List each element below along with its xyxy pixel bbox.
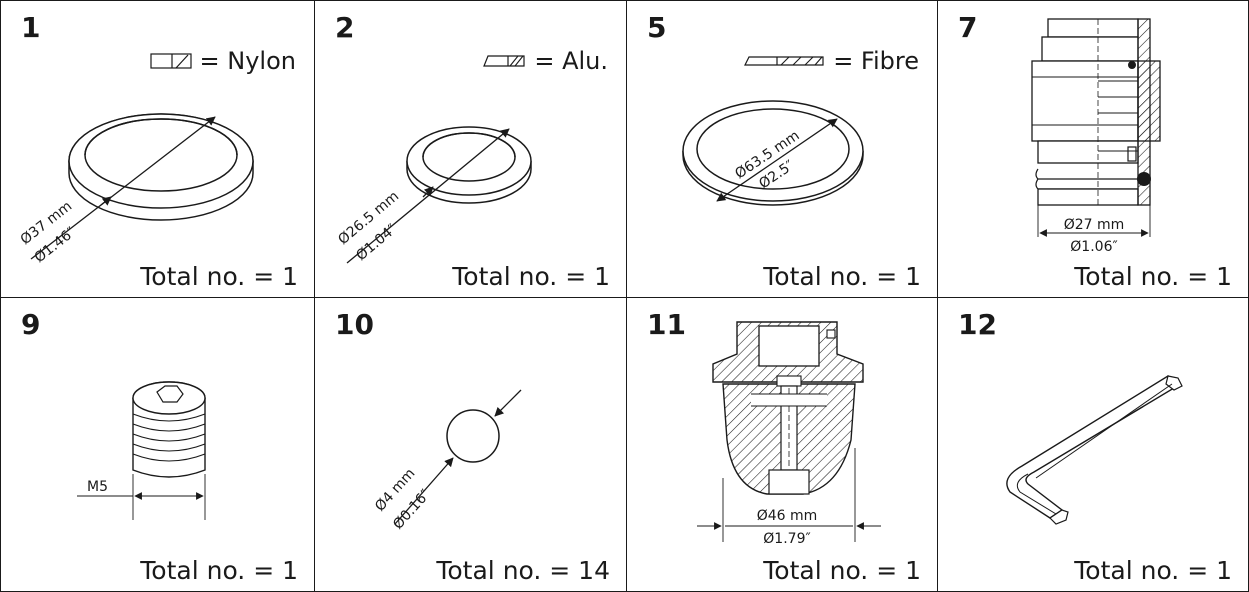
part-cell-9: 9 M5 Total no. = 1 (0, 297, 315, 592)
plug-section-drawing: Ø46 mm Ø1.79″ (697, 321, 881, 547)
ball-drawing: Ø4 mm Ø0.16″ (372, 389, 522, 533)
part-number: 10 (335, 308, 374, 341)
part-cell-5: 5 = Fibre Ø63.5 mm Ø2.5″ Total no. = 1 (626, 0, 938, 298)
total-count: Total no. = 1 (452, 262, 610, 291)
alu-swatch-icon (483, 55, 525, 67)
total-count: Total no. = 1 (140, 262, 298, 291)
material-legend: = Fibre (743, 47, 919, 75)
part-number: 1 (21, 11, 41, 44)
material-legend: = Alu. (482, 47, 608, 75)
part-number: 2 (335, 11, 355, 44)
part-cell-10: 10 Ø4 mm Ø0.16″ Total no. = 14 (314, 297, 627, 592)
material-legend: = Nylon (149, 47, 296, 75)
part-number: 7 (958, 11, 978, 44)
dim-in-label: Ø1.79″ (763, 531, 810, 547)
part-cell-2: 2 = Alu. Ø26.5 mm Ø1.04″ Total no. = 1 (314, 0, 627, 298)
fibre-gasket-drawing: Ø63.5 mm Ø2.5″ (682, 100, 864, 206)
part-number: 12 (958, 308, 997, 341)
part-number: 5 (647, 11, 667, 44)
material-label: = Nylon (199, 47, 296, 75)
material-label: = Alu. (534, 47, 608, 75)
total-count: Total no. = 1 (1074, 262, 1232, 291)
set-screw-drawing: M5 (77, 381, 206, 520)
dim-mm-label: Ø27 mm (1064, 217, 1125, 233)
part-cell-7: 7 Ø27 m (937, 0, 1249, 298)
material-label: = Fibre (833, 47, 919, 75)
total-count: Total no. = 14 (436, 556, 610, 585)
thread-label: M5 (87, 479, 108, 495)
nylon-swatch-icon (149, 53, 192, 69)
total-count: Total no. = 1 (140, 556, 298, 585)
part-number: 11 (647, 308, 686, 341)
part-number: 9 (21, 308, 41, 341)
dim-mm-label: Ø46 mm (757, 508, 818, 524)
total-count: Total no. = 1 (763, 262, 921, 291)
part-cell-11: 11 Ø46 mm Ø1.79″ Total no. = 1 (626, 297, 938, 592)
hex-key-drawing (1006, 375, 1183, 525)
total-count: Total no. = 1 (763, 556, 921, 585)
nylon-washer-drawing: Ø37 mm Ø1.46″ (18, 113, 254, 266)
dim-in-label: Ø1.06″ (1070, 239, 1117, 255)
fibre-swatch-icon (744, 56, 824, 66)
part-cell-1: 1 = Nylon Ø37 mm Ø1.46″ Total no. = 1 (0, 0, 315, 298)
alu-washer-drawing: Ø26.5 mm Ø1.04″ (335, 126, 532, 264)
fitting-section-drawing: Ø27 mm Ø1.06″ (1031, 18, 1161, 255)
total-count: Total no. = 1 (1074, 556, 1232, 585)
part-cell-12: 12 Total no. = 1 (937, 297, 1249, 592)
